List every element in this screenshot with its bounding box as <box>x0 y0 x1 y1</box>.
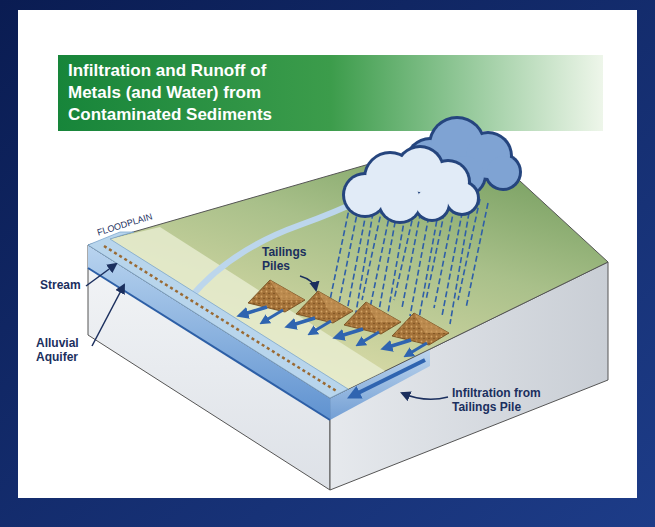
title: Infiltration and Runoff of Metals (and W… <box>68 60 318 126</box>
tributary <box>190 165 425 298</box>
title-banner <box>58 55 603 131</box>
tailings-pile <box>385 313 449 355</box>
land-surface <box>88 135 608 398</box>
tailings-piles <box>241 280 449 355</box>
part-label: Stream <box>40 278 86 292</box>
leader-stream <box>86 264 116 286</box>
leader-tailings <box>300 276 316 290</box>
cloud-front <box>342 145 480 224</box>
part-label: Tailings Piles <box>262 245 322 273</box>
leader-aquifer <box>92 285 124 346</box>
tailings-pile <box>289 291 353 333</box>
part-label: Infiltration from Tailings Pile <box>452 386 570 414</box>
tailings-pile <box>241 280 305 322</box>
slide-panel <box>18 10 637 498</box>
stream-sediment <box>104 246 338 392</box>
part-label: Alluvial Aquifer <box>36 336 94 364</box>
leader-infiltration <box>402 393 448 399</box>
tailings-pile <box>337 302 401 344</box>
rain-streak <box>466 203 488 308</box>
infiltration-arrow <box>352 360 425 396</box>
